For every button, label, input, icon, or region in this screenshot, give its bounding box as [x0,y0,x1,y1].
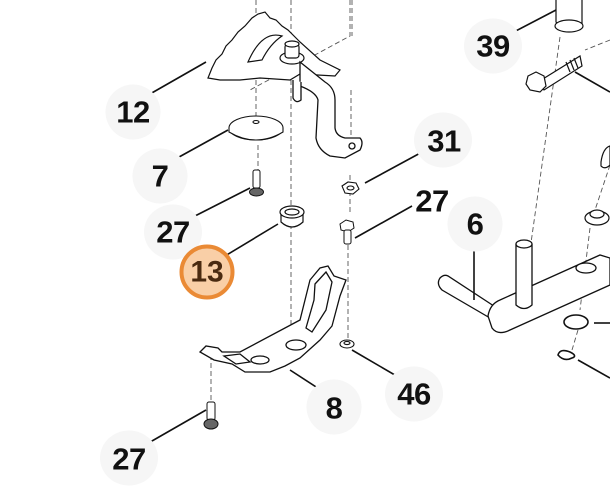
sector-gear-plate-part [207,11,341,81]
callout-27[interactable]: 27 [156,214,190,250]
callout-31[interactable]: 31 [427,123,461,159]
flange-bolt-part [249,169,264,197]
callout-27[interactable]: 27 [415,183,449,219]
callout-halo [105,84,161,140]
callout-halo [414,112,472,168]
callout-8[interactable]: 8 [325,390,343,426]
e-clip-part [557,349,576,361]
grommet-part [584,209,610,226]
flange-bolt-part [339,219,355,245]
washer-part [228,115,284,141]
callout-12[interactable]: 12 [116,94,150,130]
hex-bolt-part [525,55,583,93]
callout-halo [306,379,362,435]
callout-halo [447,196,503,252]
hex-nut-part [341,181,360,195]
sleeve-part [554,0,584,33]
flange-nut-part [339,339,355,349]
callout-27[interactable]: 27 [112,441,146,477]
callout-7[interactable]: 7 [151,158,169,194]
callout-6[interactable]: 6 [466,206,484,242]
callout-halo [385,366,443,422]
callout-46[interactable]: 46 [397,376,431,412]
callout-39[interactable]: 39 [476,28,510,64]
offset-arm-part [292,60,363,159]
callout-13-highlighted[interactable]: 13 [179,244,235,300]
callout-13-number: 13 [190,255,224,288]
pin-part [600,145,610,169]
bushing-part [279,205,305,228]
mounting-bracket-part [198,265,347,373]
retaining-ring-part [563,314,589,330]
parts-diagram [144,0,610,446]
pivot-arm-shaft-part [437,239,610,334]
callout-halo [132,148,188,204]
callout-halo [464,18,522,74]
flange-bolt-part [203,401,219,430]
